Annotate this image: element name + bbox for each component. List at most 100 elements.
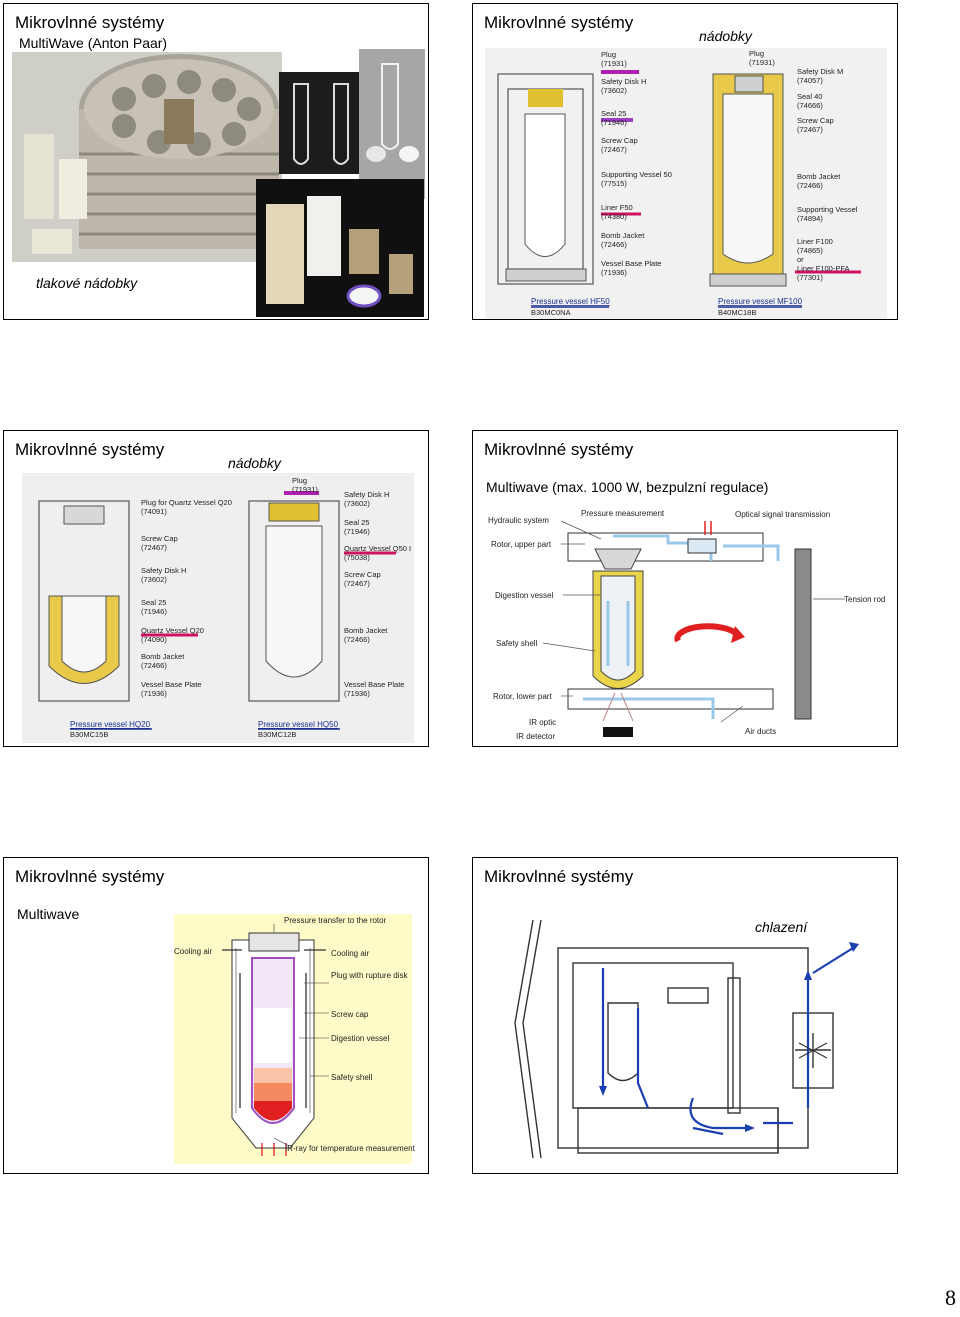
label-text: Screw Cap xyxy=(344,570,381,579)
label-text: Liner F50 xyxy=(601,203,633,212)
label-text: Plug xyxy=(749,49,764,58)
label-text: Vessel Base Plate xyxy=(141,680,201,689)
slide-title: Mikrovlnné systémy xyxy=(15,440,165,459)
label-text: Bomb Jacket xyxy=(141,652,185,661)
slide-vessels-hq20-hq50: Mikrovlnné systémy nádobky Plug for Quar… xyxy=(3,430,429,747)
label-rotor-lower: Rotor, lower part xyxy=(493,692,552,701)
vessel-cross-section: Pressure transfer to the rotor Cooling a… xyxy=(174,914,416,1164)
vessel-code: B30MC0NA xyxy=(531,308,571,317)
label-text: Seal 25 xyxy=(344,518,369,527)
label-text: Seal 25 xyxy=(601,109,626,118)
label-text: (71946) xyxy=(141,607,167,616)
label-text: (74090) xyxy=(141,635,167,644)
label-text: (72467) xyxy=(601,145,627,154)
label-cooling-air-right: Cooling air xyxy=(331,949,370,958)
vessel-caption: Pressure vessel HQ20 xyxy=(70,720,151,729)
label-text: Screw Cap xyxy=(601,136,638,145)
slide-title: Mikrovlnné systémy xyxy=(484,440,634,459)
vessel-code: B40MC18B xyxy=(718,308,756,317)
cooling-diagram xyxy=(514,919,859,1159)
label-ir-detector: IR detector xyxy=(516,732,555,741)
label-hydraulic-system: Hydraulic system xyxy=(488,516,549,525)
vessel-caption: Pressure vessel HF50 xyxy=(531,297,610,306)
label-text: (71931) xyxy=(292,485,318,494)
label-safety-shell: Safety shell xyxy=(331,1073,373,1082)
slide-subtitle: Multiwave xyxy=(17,906,80,922)
label-text: Safety Disk H xyxy=(601,77,646,86)
vessel-diagram-pair: Plug for Quartz Vessel Q20 (74091) Screw… xyxy=(22,473,414,743)
label-text: Vessel Base Plate xyxy=(601,259,661,268)
label-text: Plug xyxy=(601,50,616,59)
slide-subtitle: MultiWave (Anton Paar) xyxy=(19,35,168,51)
label-text: (74380) xyxy=(601,212,627,221)
label-text: (77301) xyxy=(797,273,823,282)
label-text: Safety Disk H xyxy=(141,566,186,575)
slide-subtitle: nádobky xyxy=(699,28,752,44)
label-text: Vessel Base Plate xyxy=(344,680,404,689)
label-text: Liner F100-PFA xyxy=(797,264,850,273)
slide-subtitle: Multiwave (max. 1000 W, bezpulzní regula… xyxy=(486,479,769,495)
page-number: 8 xyxy=(945,1285,956,1310)
label-text: Safety Disk M xyxy=(797,67,843,76)
slide-cooling: Mikrovlnné systémy chlazení xyxy=(472,857,898,1174)
label-digestion-vessel: Digestion vessel xyxy=(331,1034,389,1043)
label-text: (71936) xyxy=(601,268,627,277)
slide-title: Mikrovlnné systémy xyxy=(15,13,165,32)
label-ir-ray: IR-ray for temperature measurement xyxy=(285,1144,416,1153)
label-text: Screw Cap xyxy=(797,116,834,125)
label-text: (74091) xyxy=(141,507,167,516)
label-text: (72466) xyxy=(797,181,823,190)
slide-subtitle: nádobky xyxy=(228,455,281,471)
label-text: (73602) xyxy=(601,86,627,95)
label-text: (71931) xyxy=(601,59,627,68)
label-text: (73602) xyxy=(344,499,370,508)
label-text: (74057) xyxy=(797,76,823,85)
label-cooling-air-left: Cooling air xyxy=(174,947,213,956)
vessel-code: B30MC12B xyxy=(258,730,296,739)
label-plug-rupture-disk: Plug with rupture disk xyxy=(331,971,408,980)
label-text: (71946) xyxy=(344,527,370,536)
slide-subtitle: chlazení xyxy=(755,919,808,935)
label-text: Screw Cap xyxy=(141,534,178,543)
label-text: (71936) xyxy=(344,689,370,698)
vessel-caption: Pressure vessel HQ50 xyxy=(258,720,339,729)
label-text: (71936) xyxy=(141,689,167,698)
label-air-ducts: Air ducts xyxy=(745,727,776,736)
slide-multiwave-cross-section: Mikrovlnné systémy Multiwave xyxy=(3,857,429,1174)
label-text: Quartz Vessel Q50 I xyxy=(344,544,411,553)
label-text: (77515) xyxy=(601,179,627,188)
slide-title: Mikrovlnné systémy xyxy=(484,867,634,886)
label-text: Bomb Jacket xyxy=(797,172,841,181)
label-text: Bomb Jacket xyxy=(601,231,645,240)
slide-multiwave-photos: Mikrovlnné systémy MultiWave (Anton Paar… xyxy=(3,3,429,320)
label-screw-cap: Screw cap xyxy=(331,1010,369,1019)
vessel-photos xyxy=(12,49,425,317)
label-text: (73602) xyxy=(141,575,167,584)
label-text: (72466) xyxy=(141,661,167,670)
label-pressure-transfer: Pressure transfer to the rotor xyxy=(284,916,387,925)
label-text: (74666) xyxy=(797,101,823,110)
label-text: Seal 25 xyxy=(141,598,166,607)
label-text: Liner F100 xyxy=(797,237,833,246)
slide-vessels-hf50-mf100: Mikrovlnné systémy nádobky Plug (71931) … xyxy=(472,3,898,320)
label-text: (72467) xyxy=(797,125,823,134)
label-text: (72466) xyxy=(601,240,627,249)
label-text: (75038) xyxy=(344,553,370,562)
label-text: Supporting Vessel xyxy=(797,205,858,214)
label-text: Seal 40 xyxy=(797,92,822,101)
slide-title: Mikrovlnné systémy xyxy=(484,13,634,32)
label-text: Safety Disk H xyxy=(344,490,389,499)
slide-multiwave-schema: Mikrovlnné systémy Multiwave (max. 1000 … xyxy=(472,430,898,747)
label-digestion-vessel: Digestion vessel xyxy=(495,591,553,600)
label-text: (72466) xyxy=(344,635,370,644)
label-pressure-measurement: Pressure measurement xyxy=(581,509,665,518)
label-text: (72467) xyxy=(344,579,370,588)
slide-title: Mikrovlnné systémy xyxy=(15,867,165,886)
vessel-caption: Pressure vessel MF100 xyxy=(718,297,803,306)
label-text: Quartz Vessel Q20 xyxy=(141,626,204,635)
label-safety-shell: Safety shell xyxy=(496,639,538,648)
multiwave-schema: Hydraulic system Pressure measurement Op… xyxy=(488,509,885,741)
label-tension-rod: Tension rod xyxy=(844,595,885,604)
label-text: Supporting Vessel 50 xyxy=(601,170,672,179)
label-ir-optic: IR optic xyxy=(529,718,556,727)
